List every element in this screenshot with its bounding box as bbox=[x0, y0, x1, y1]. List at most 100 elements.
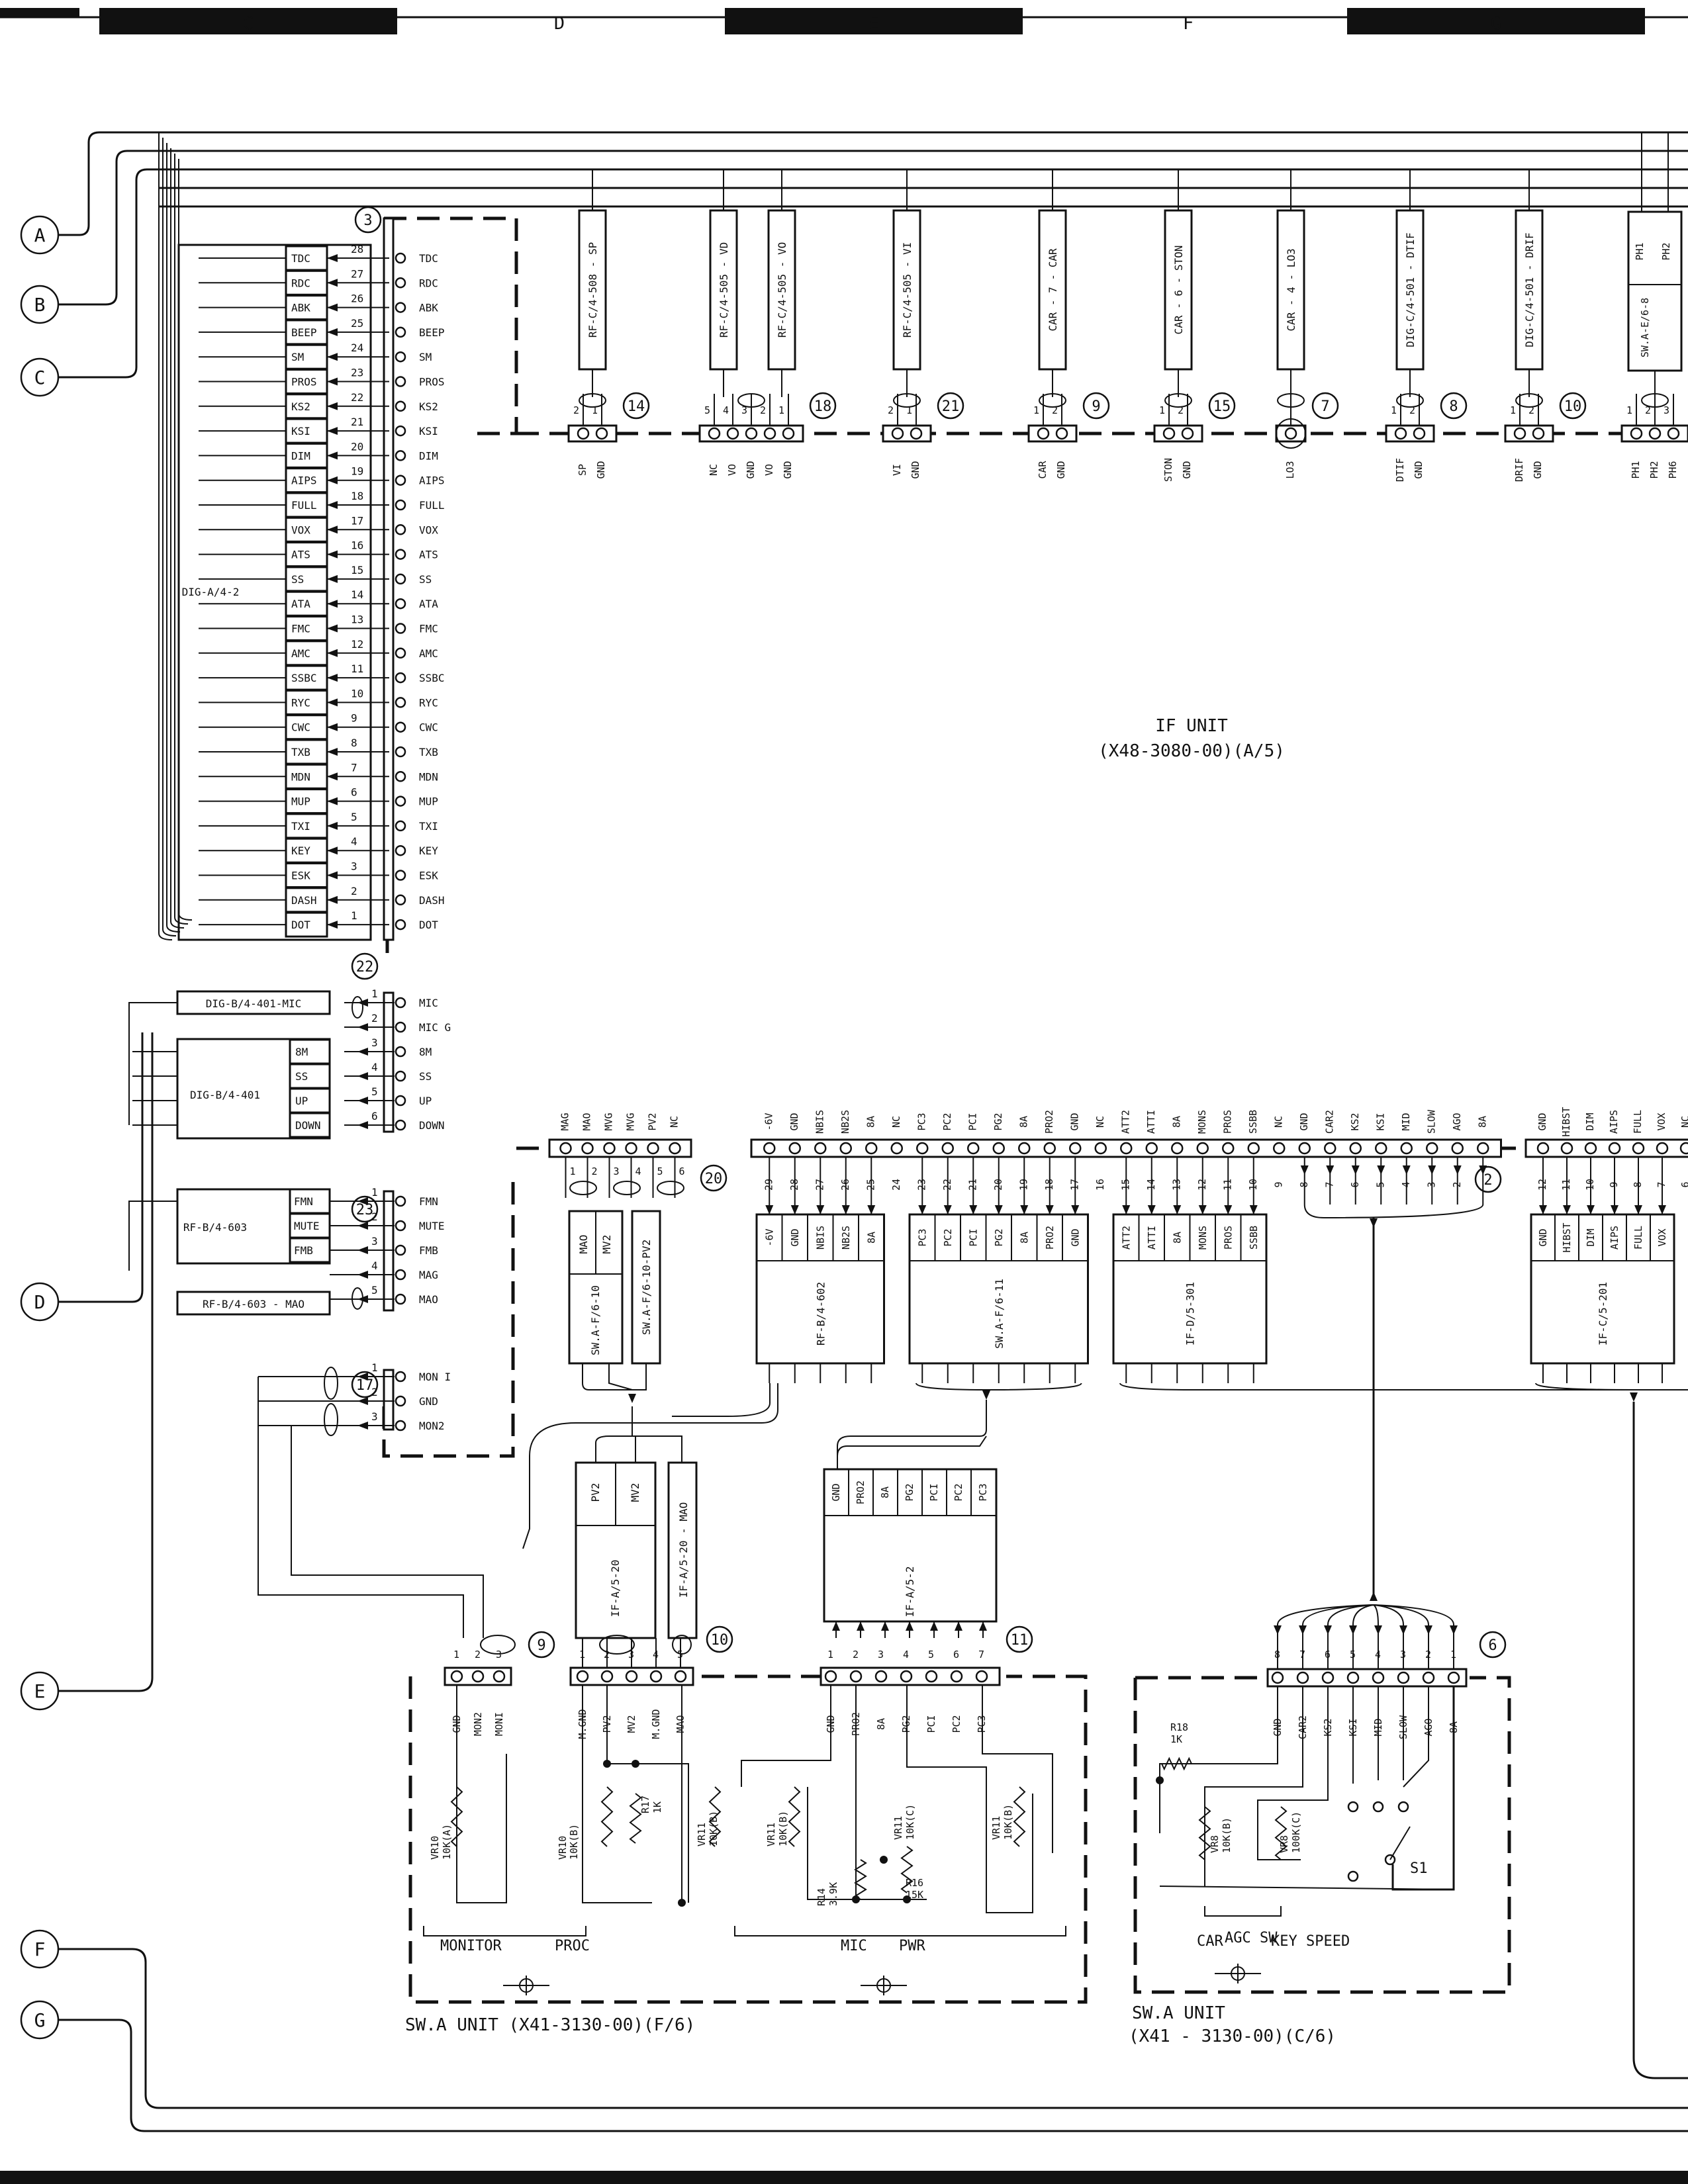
connector-2-pin bbox=[1273, 1142, 1286, 1155]
connector-17-ref-circle bbox=[351, 1371, 379, 1398]
connector-3-pin-name: MDN bbox=[419, 770, 438, 783]
if-d-5-301-signal: ATTI bbox=[1146, 1226, 1158, 1250]
connector-3-pin-name: FULL bbox=[419, 499, 445, 512]
top-connector-pin-number: 2 bbox=[1645, 404, 1651, 416]
if-c-5-201-label: IF-C/5-201 bbox=[1597, 1282, 1609, 1345]
connector-17-shield-ellipse bbox=[324, 1367, 338, 1400]
connector-11-pin-number: 1 bbox=[827, 1649, 833, 1661]
connector-3-pin-number: 4 bbox=[351, 835, 357, 848]
connector-10-ref-circle bbox=[706, 1625, 733, 1653]
vr11b2-resistor-icon bbox=[788, 1786, 801, 1847]
top-connector-cable-label: RF-C/4-508 - SP bbox=[586, 242, 599, 338]
top-connector-pin-number: 2 bbox=[888, 404, 894, 416]
top-connector-8-ref-circle bbox=[1440, 392, 1468, 420]
top-connector-pin-name: GND bbox=[1055, 461, 1067, 478]
connector-right-pin bbox=[1608, 1142, 1621, 1155]
connector-23-ref-circle bbox=[351, 1195, 379, 1223]
connector-2-pin bbox=[1120, 1142, 1133, 1155]
sw-a-e-6-8-label: PH2 bbox=[1660, 242, 1672, 260]
top-connector-cable-label: CAR - 7 - CAR bbox=[1047, 248, 1059, 332]
connector-11-pin-number: 7 bbox=[978, 1649, 984, 1661]
dig-b-4-401-mic-block bbox=[176, 990, 331, 1015]
key-speed-label: KEY SPEED bbox=[1271, 1933, 1350, 1950]
connector-2-pin bbox=[1094, 1142, 1107, 1155]
if-c-5-201-arrow-icon bbox=[1539, 1205, 1547, 1214]
r18-value: 1K bbox=[1170, 1733, 1182, 1745]
connector-17-pin bbox=[395, 1371, 406, 1383]
junction-dot bbox=[880, 1856, 888, 1864]
connector-right-pin-name: DIM bbox=[1584, 1113, 1596, 1130]
connector-2-pin-name: 8A bbox=[1170, 1116, 1182, 1128]
connector-17-mon2-wire bbox=[291, 1426, 484, 1638]
dig-a-signal-name: AMC bbox=[291, 647, 310, 660]
connector-22-shield-ellipse bbox=[352, 996, 363, 1019]
connector-17-pin-name: MON2 bbox=[419, 1420, 445, 1432]
vr8c-resistor-icon bbox=[1274, 1806, 1288, 1860]
connector-3-pin bbox=[395, 549, 406, 560]
s1-wire bbox=[1403, 1686, 1429, 1788]
sw-a-f-6-10-label: SW.A-F/6-10 bbox=[589, 1285, 602, 1355]
top-connector-15-ref-circle bbox=[1208, 392, 1236, 420]
connector-9-ref-number: 9 bbox=[537, 1637, 545, 1654]
connector-2-pin-name: NBIS bbox=[814, 1110, 825, 1134]
connector-3-pin bbox=[395, 499, 406, 511]
connector-11-pin-number: 4 bbox=[903, 1649, 909, 1661]
connector-2-pin-name: PRO2 bbox=[1043, 1110, 1055, 1134]
dig-a-harness-wire bbox=[162, 138, 177, 936]
connector-20-pin-name: MVG bbox=[603, 1113, 615, 1130]
connector-2-pin-name: GND bbox=[788, 1113, 800, 1130]
connector-3-pin-number: 7 bbox=[351, 761, 357, 774]
connector-2-pin bbox=[839, 1142, 852, 1155]
connector-3-pin-number: 24 bbox=[351, 341, 363, 354]
rf-b-4-602-label: RF-B/4-602 bbox=[814, 1282, 827, 1345]
vr8b-value: 10K(B) bbox=[1221, 1817, 1233, 1853]
top-connector-pin bbox=[1037, 427, 1050, 440]
connector-3-pin-name: SSBC bbox=[419, 672, 445, 684]
if-a-5-2-signal: GND bbox=[830, 1483, 842, 1501]
top-connector-pin-name: GND bbox=[782, 461, 794, 478]
vr10b-resistor-icon bbox=[600, 1786, 614, 1847]
sw-a-e-6-8-label: PH1 bbox=[1634, 242, 1646, 260]
sw-a-unit-c6-boundary bbox=[1133, 1676, 1511, 1994]
connector-17-pin-number: 2 bbox=[371, 1386, 378, 1398]
side-label-B: B bbox=[34, 294, 46, 316]
connector-3-arrow-icon bbox=[327, 279, 338, 287]
dig-a-signal-name: RDC bbox=[291, 277, 310, 289]
if-c-5-201-arrow-icon bbox=[1587, 1205, 1595, 1214]
dig-a-signal-name: CWC bbox=[291, 721, 310, 734]
car-label: CAR bbox=[1197, 1933, 1223, 1950]
connector-3-pin-name: ABK bbox=[419, 302, 438, 314]
if-c-5-201-trunk bbox=[1632, 1402, 1688, 2079]
bus-C-wire bbox=[58, 168, 159, 379]
grid-col-G-label: G bbox=[1491, 13, 1501, 34]
connector-2-pin bbox=[1196, 1142, 1209, 1155]
connector-right-pin-name: FULL bbox=[1632, 1110, 1644, 1134]
side-label-C: C bbox=[34, 367, 46, 388]
connector-3-pin-number: 13 bbox=[351, 614, 363, 626]
top-connector-pin bbox=[595, 427, 608, 440]
connector-3-arrow-icon bbox=[327, 328, 338, 336]
bus-D-wire bbox=[58, 1032, 144, 1303]
top-connector-21-ref-number: 21 bbox=[942, 398, 960, 415]
connector-2-arrow-icon bbox=[1453, 1165, 1462, 1175]
dig-a-harness-wire bbox=[166, 143, 181, 933]
top-connector-14-body bbox=[567, 424, 618, 443]
r14-value: 3.9K bbox=[827, 1882, 839, 1906]
connector-20-pin-number: 4 bbox=[635, 1165, 641, 1177]
connector-22-pin-name: SS bbox=[419, 1070, 432, 1083]
connector-23-arrow-icon bbox=[357, 1222, 368, 1230]
connector-3-pin-number: 8 bbox=[351, 737, 357, 749]
top-connector-14-ref-circle bbox=[622, 392, 650, 420]
sw-a-f-6-11-signal: PC3 bbox=[916, 1228, 928, 1246]
connector-17-pin-name: GND bbox=[419, 1395, 438, 1408]
connector-6-arrow-icon bbox=[1274, 1625, 1282, 1635]
connector-17-ref-number: 17 bbox=[356, 1377, 374, 1394]
rf-b-4-602-arrow-icon bbox=[765, 1205, 774, 1214]
if-d-5-301-harness bbox=[1119, 1383, 1688, 1390]
top-connector-pin-number: 4 bbox=[723, 404, 729, 416]
connector-22-pin bbox=[395, 1046, 406, 1058]
dig-a-signal-name: MUP bbox=[291, 796, 310, 808]
top-connector-pin-number: 2 bbox=[1052, 404, 1058, 416]
dig-b-4-401-label: DIG-B/4-401 bbox=[190, 1089, 260, 1101]
if-a-5-2-arrow-icon bbox=[930, 1621, 938, 1631]
